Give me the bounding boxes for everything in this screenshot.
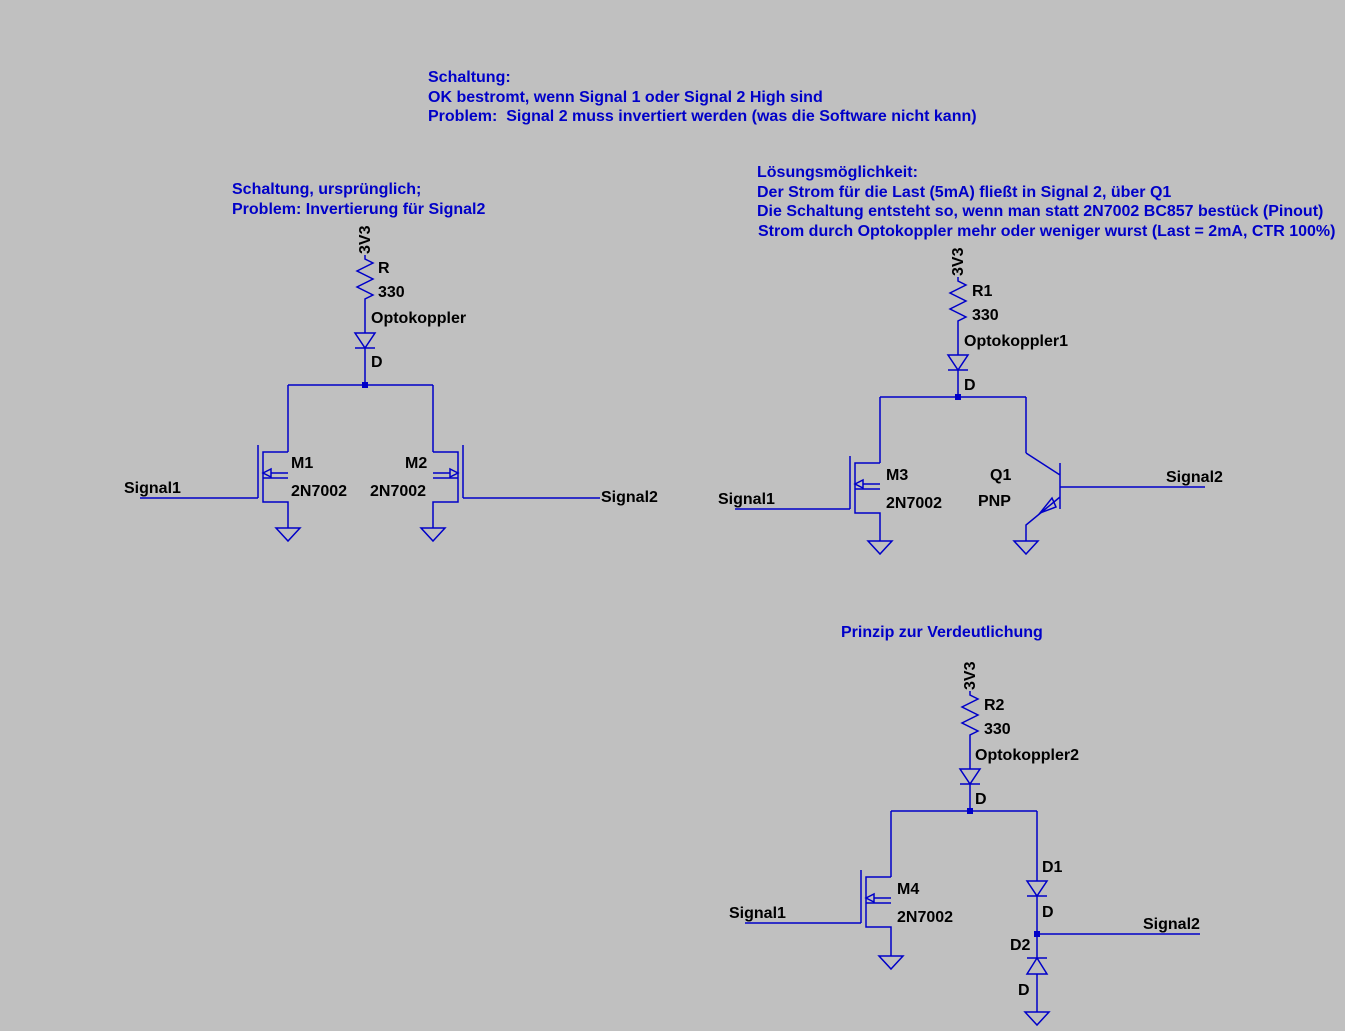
mosfet-m2[interactable]: [419, 445, 600, 543]
m2-name: M2: [405, 455, 427, 472]
d1-model: D: [1042, 904, 1054, 921]
bjt-q1[interactable]: [1012, 452, 1205, 556]
supply-label: 3V3: [962, 661, 979, 690]
note-right-line-2: Der Strom für die Last (5mA) fließt in S…: [757, 184, 1171, 201]
diode-optokoppler[interactable]: [353, 332, 377, 385]
m3-name: M3: [886, 467, 908, 484]
wire-drain-net: [890, 810, 1038, 881]
q1-model: PNP: [978, 493, 1011, 510]
m4-name: M4: [897, 881, 919, 898]
diode-model: D: [975, 791, 987, 808]
junction-dot: [362, 382, 368, 388]
m3-model: 2N7002: [886, 495, 942, 512]
resistor-name: R1: [972, 283, 993, 300]
circuit-solution: 3V3 R1 330 Optokoppler1 D M3 2N7002 Sign…: [718, 247, 1223, 556]
circuit-original: 3V3 R 330 Optokoppler D M1 2N7002 Signal…: [124, 225, 658, 543]
junction-dot-2: [1034, 931, 1040, 937]
note-right: Lösungsmöglichkeit: Der Strom für die La…: [757, 164, 1335, 240]
circuit-principle: 3V3 R2 330 Optokoppler2 D M4 2N7002 Sign…: [729, 661, 1200, 1027]
diode-name: Optokoppler: [371, 310, 466, 327]
note-top-line-1: Schaltung:: [428, 69, 511, 86]
note-left: Schaltung, ursprünglich; Problem: Invert…: [232, 181, 485, 218]
q1-name: Q1: [990, 467, 1011, 484]
note-top: Schaltung: OK bestromt, wenn Signal 1 od…: [428, 69, 977, 125]
m2-model: 2N7002: [370, 483, 426, 500]
supply-label: 3V3: [357, 225, 374, 254]
note-top-line-2: OK bestromt, wenn Signal 1 oder Signal 2…: [428, 89, 823, 106]
resistor-value: 330: [378, 284, 405, 301]
signal1-label: Signal1: [729, 905, 786, 922]
mosfet-m3[interactable]: [735, 456, 894, 556]
mosfet-m4[interactable]: [745, 870, 905, 971]
note-right-line-4: Strom durch Optokoppler mehr oder wenige…: [758, 223, 1335, 240]
mosfet-m1[interactable]: [140, 445, 302, 543]
resistor-r[interactable]: [355, 255, 375, 333]
m1-model: 2N7002: [291, 483, 347, 500]
d1-name: D1: [1042, 859, 1063, 876]
signal1-label: Signal1: [124, 480, 181, 497]
resistor-value: 330: [984, 721, 1011, 738]
junction-dot: [967, 808, 973, 814]
note-right-line-1: Lösungsmöglichkeit:: [757, 164, 918, 181]
note-top-line-3: Problem: Signal 2 muss invertiert werden…: [428, 108, 977, 125]
resistor-value: 330: [972, 307, 999, 324]
junction-dot: [955, 394, 961, 400]
m4-model: 2N7002: [897, 909, 953, 926]
supply-label: 3V3: [950, 247, 967, 276]
wire-drain-net: [879, 396, 1027, 463]
note-left-line-2: Problem: Invertierung für Signal2: [232, 201, 485, 218]
diode-name: Optokoppler1: [964, 333, 1068, 350]
signal2-label: Signal2: [1143, 916, 1200, 933]
resistor-r1[interactable]: [948, 277, 968, 355]
note-right-line-3: Die Schaltung entsteht so, wenn man stat…: [757, 203, 1323, 220]
diode-optokoppler1[interactable]: [946, 354, 970, 397]
resistor-name: R2: [984, 697, 1005, 714]
wire-drain-net: [287, 384, 434, 452]
diode-model: D: [964, 377, 976, 394]
diode-model: D: [371, 354, 383, 371]
d2-model: D: [1018, 982, 1030, 999]
signal2-label: Signal2: [1166, 469, 1223, 486]
resistor-name: R: [378, 260, 390, 277]
diode-d1[interactable]: [1025, 880, 1049, 958]
note-bottom: Prinzip zur Verdeutlichung: [841, 624, 1043, 641]
d2-name: D2: [1010, 937, 1031, 954]
m1-name: M1: [291, 455, 313, 472]
signal1-label: Signal1: [718, 491, 775, 508]
resistor-r2[interactable]: [960, 691, 980, 769]
diode-optokoppler2[interactable]: [958, 768, 982, 811]
signal2-label: Signal2: [601, 489, 658, 506]
note-left-line-1: Schaltung, ursprünglich;: [232, 181, 421, 198]
diode-d2[interactable]: [1023, 956, 1051, 1027]
diode-name: Optokoppler2: [975, 747, 1079, 764]
